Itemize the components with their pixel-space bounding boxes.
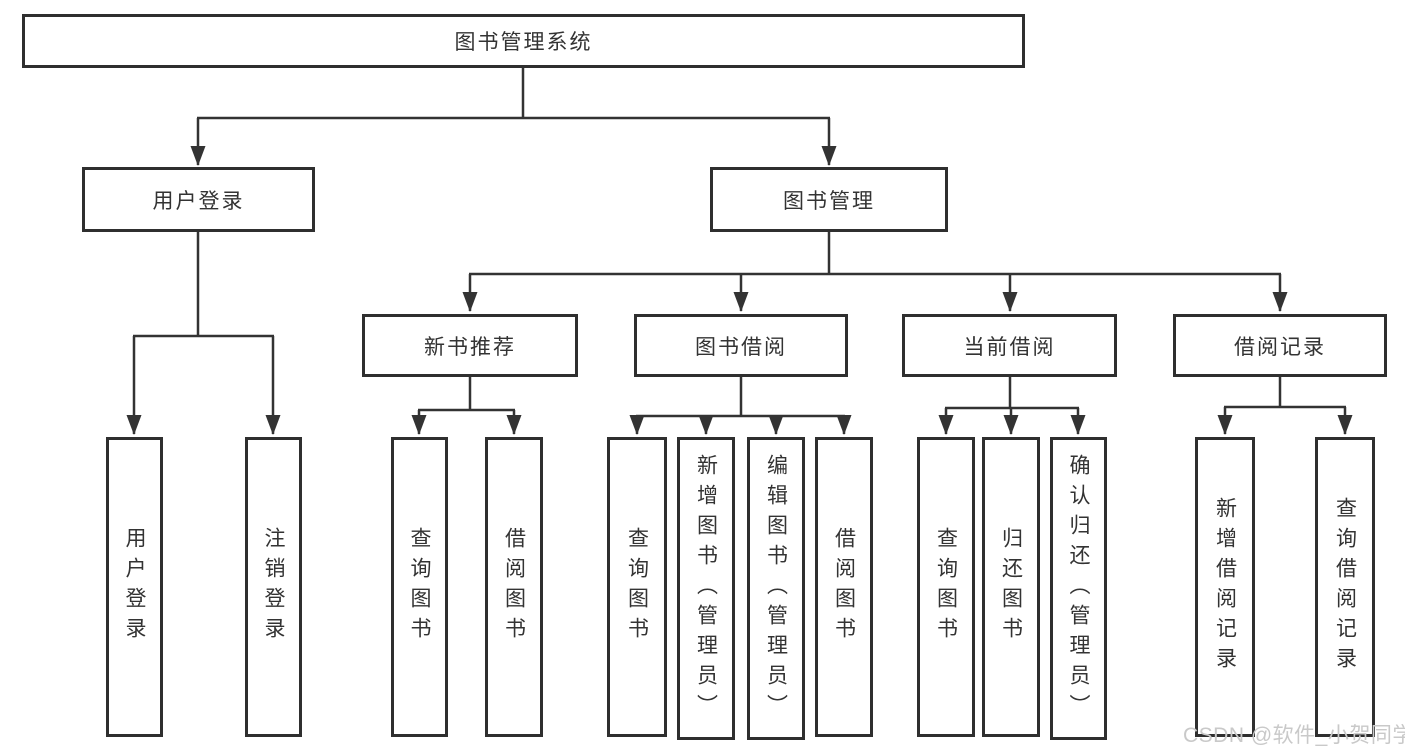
node-book-borrow: 图书借阅 bbox=[634, 314, 848, 377]
new-book-recommend-branch bbox=[411, 377, 522, 436]
leaf-borrow-book: 借阅图书 bbox=[815, 437, 873, 737]
leaf-add-book-admin: 新增图书（管理员） bbox=[677, 437, 735, 740]
leaf-label: 借阅图书 bbox=[502, 527, 526, 647]
user-login-branch bbox=[126, 232, 281, 436]
node-label: 借阅记录 bbox=[1234, 335, 1326, 359]
leaf-query-book-borrow: 查询图书 bbox=[607, 437, 667, 737]
borrow-record-branch bbox=[1217, 377, 1353, 436]
leaf-logout: 注销登录 bbox=[245, 437, 302, 737]
csdn-watermark: CSDN @软件_小贺同学 bbox=[1183, 724, 1405, 747]
leaf-label: 查询图书 bbox=[934, 527, 958, 647]
leaf-edit-book-admin: 编辑图书（管理员） bbox=[747, 437, 805, 740]
leaf-label: 新增图书（管理员） bbox=[694, 453, 718, 724]
node-label: 当前借阅 bbox=[963, 335, 1056, 359]
node-borrow-record: 借阅记录 bbox=[1173, 314, 1387, 377]
leaf-user-login: 用户登录 bbox=[106, 437, 163, 737]
node-library-management-system: 图书管理系统 bbox=[22, 14, 1025, 68]
leaf-label: 用户登录 bbox=[123, 527, 146, 647]
leaf-label: 编辑图书（管理员） bbox=[764, 453, 788, 724]
leaf-label: 新增借阅记录 bbox=[1213, 497, 1237, 677]
leaf-borrow-book-recommend: 借阅图书 bbox=[485, 437, 543, 737]
leaf-query-borrow-record: 查询借阅记录 bbox=[1315, 437, 1375, 737]
current-borrow-branch bbox=[938, 377, 1086, 436]
leaf-label: 查询图书 bbox=[408, 527, 431, 647]
book-management-branch bbox=[462, 232, 1288, 313]
node-user-login-group: 用户登录 bbox=[82, 167, 315, 232]
leaf-query-book-current: 查询图书 bbox=[917, 437, 975, 737]
leaf-label: 查询图书 bbox=[625, 527, 649, 647]
node-label: 用户登录 bbox=[152, 189, 245, 213]
leaf-label: 注销登录 bbox=[262, 527, 285, 647]
leaf-label: 借阅图书 bbox=[832, 527, 856, 647]
node-label: 图书管理 bbox=[783, 189, 875, 213]
node-book-management: 图书管理 bbox=[710, 167, 948, 232]
leaf-label: 确认归还（管理员） bbox=[1067, 453, 1090, 724]
node-current-borrow: 当前借阅 bbox=[902, 314, 1117, 377]
node-label: 图书借阅 bbox=[695, 335, 787, 359]
book-borrow-branch bbox=[629, 377, 852, 436]
leaf-confirm-return-admin: 确认归还（管理员） bbox=[1050, 437, 1107, 740]
leaf-add-borrow-record: 新增借阅记录 bbox=[1195, 437, 1255, 737]
leaf-label: 归还图书 bbox=[999, 527, 1023, 647]
root-branch bbox=[190, 66, 837, 167]
node-label: 新书推荐 bbox=[424, 335, 516, 359]
leaf-return-book: 归还图书 bbox=[982, 437, 1040, 737]
leaf-label: 查询借阅记录 bbox=[1333, 497, 1357, 677]
leaf-query-book-recommend: 查询图书 bbox=[391, 437, 448, 737]
node-label: 图书管理系统 bbox=[454, 31, 593, 54]
node-new-book-recommend: 新书推荐 bbox=[362, 314, 578, 377]
